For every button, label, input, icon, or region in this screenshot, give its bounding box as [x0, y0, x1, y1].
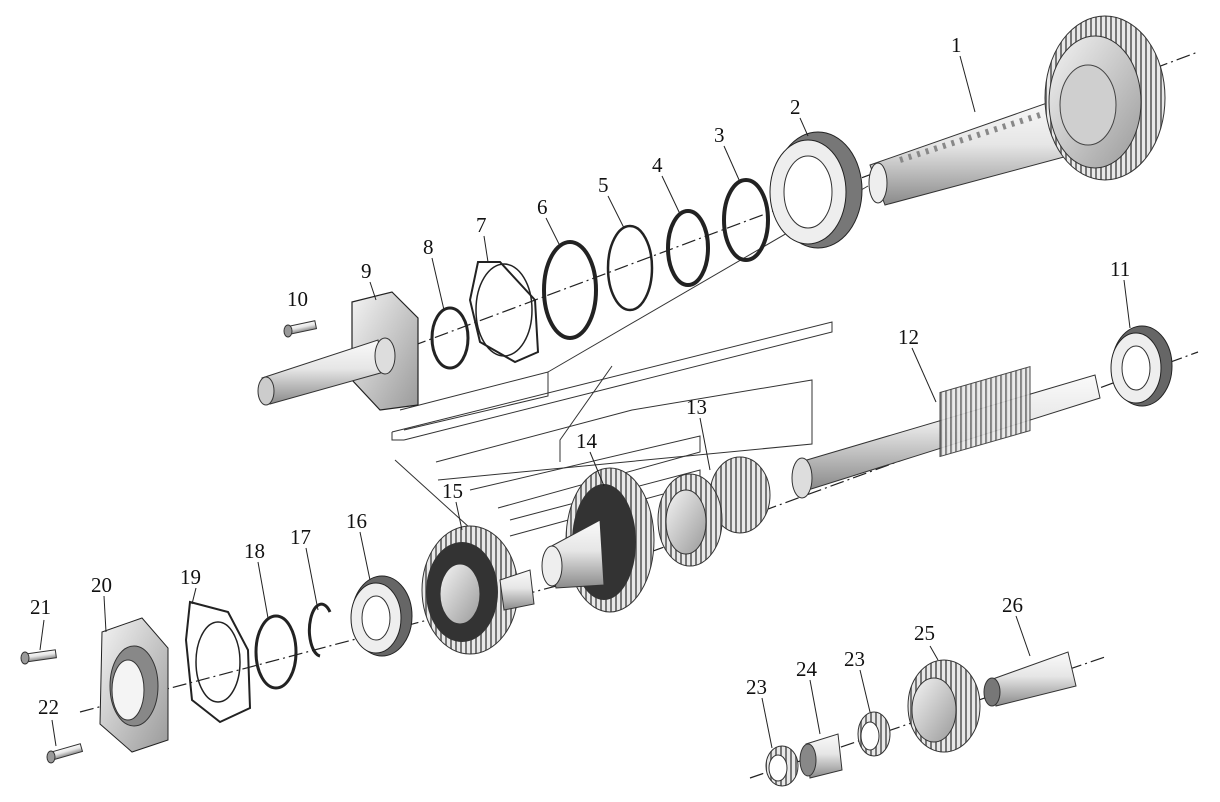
label-part-17: 17 [290, 525, 311, 549]
label-part-4: 4 [652, 153, 663, 177]
part-26-shaft [983, 651, 1077, 707]
label-part-24: 24 [796, 657, 818, 681]
part-10-bolt [283, 320, 318, 338]
label-part-5: 5 [598, 173, 609, 197]
part-16-bearing [350, 575, 413, 657]
part-20-cover [99, 617, 169, 753]
part-7-gasket [468, 261, 540, 364]
part-23b-needle-bearing [857, 711, 891, 757]
label-part-15: 15 [442, 479, 463, 503]
part-4-ring [666, 209, 710, 287]
label-part-19: 19 [180, 565, 201, 589]
label-part-23b: 23 [844, 647, 865, 671]
label-part-14: 14 [576, 429, 598, 453]
label-part-2: 2 [790, 95, 801, 119]
label-part-1: 1 [951, 33, 962, 57]
label-part-3: 3 [714, 123, 725, 147]
label-part-23a: 23 [746, 675, 767, 699]
label-part-18: 18 [244, 539, 265, 563]
label-part-9: 9 [361, 259, 372, 283]
part-11-bearing [1110, 325, 1173, 407]
label-part-26: 26 [1002, 593, 1023, 617]
part-21-bolt [20, 649, 57, 665]
label-part-7: 7 [476, 213, 487, 237]
part-8-ring [430, 306, 470, 370]
part-17-snap-ring [307, 602, 332, 658]
part-19-gasket [184, 600, 252, 724]
part-25-gear [907, 659, 981, 753]
leader-lines [39, 55, 1131, 749]
label-part-10: 10 [287, 287, 308, 311]
label-part-11: 11 [1110, 257, 1130, 281]
label-part-25: 25 [914, 621, 935, 645]
part-2-bearing [769, 131, 863, 249]
part-22-bolt [46, 743, 84, 764]
part-15-gear [421, 525, 535, 655]
label-part-22: 22 [38, 695, 59, 719]
part-13-gear [657, 456, 771, 567]
part-24-spacer [799, 733, 843, 779]
label-part-12: 12 [898, 325, 919, 349]
part-23a-needle-bearing [765, 745, 799, 787]
part-14-gear [541, 467, 655, 613]
label-part-6: 6 [537, 195, 548, 219]
part-1-input-shaft [868, 15, 1166, 206]
part-number-labels: 1 2 3 4 5 6 7 8 9 10 11 12 13 14 15 16 1… [30, 33, 1130, 719]
label-part-13: 13 [686, 395, 707, 419]
part-5-ring [606, 224, 654, 312]
part-9-cover [257, 291, 419, 411]
part-3-ring [722, 178, 770, 262]
part-12-countershaft [791, 366, 1101, 499]
part-6-ring [542, 240, 598, 340]
label-part-21: 21 [30, 595, 51, 619]
label-part-20: 20 [91, 573, 112, 597]
label-part-8: 8 [423, 235, 434, 259]
part-18-ring [254, 614, 298, 690]
label-part-16: 16 [346, 509, 367, 533]
